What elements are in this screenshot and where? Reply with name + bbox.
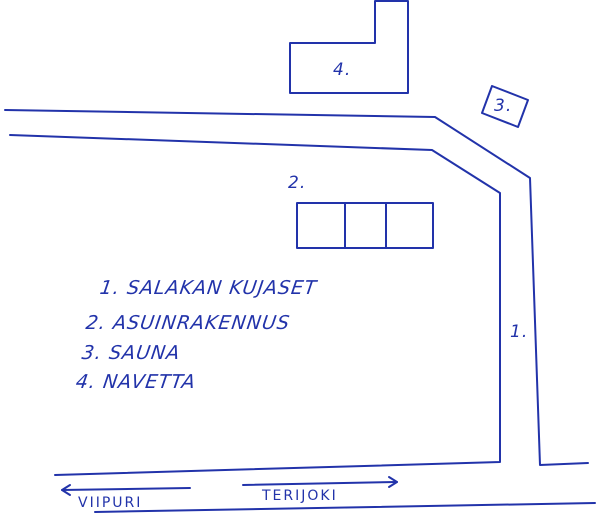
building-4-navetta (289, 0, 409, 94)
road-bottom-edge (94, 502, 596, 513)
label-building-4: 4. (333, 60, 352, 80)
road-inner-edge (9, 134, 501, 476)
legend-item: 1. SALAKAN KUJASET (98, 277, 319, 299)
arrow-right-icon (242, 476, 398, 488)
legend-item: 3. SAUNA (80, 342, 182, 364)
building-2-asuinrakennus (296, 202, 434, 249)
arrow-left-icon (61, 484, 191, 496)
legend-item: 2. ASUINRAKENNUS (84, 312, 292, 334)
legend-item: 4. NAVETTA (74, 371, 198, 393)
direction-viipuri: VIIPURI (78, 495, 143, 511)
label-building-2: 2. (288, 173, 307, 193)
road-outer-edge (4, 109, 589, 466)
building-3-sauna (481, 85, 529, 128)
label-building-1: 1. (510, 322, 529, 342)
direction-terijoki: TERIJOKI (262, 488, 338, 504)
label-building-3: 3. (494, 96, 513, 116)
